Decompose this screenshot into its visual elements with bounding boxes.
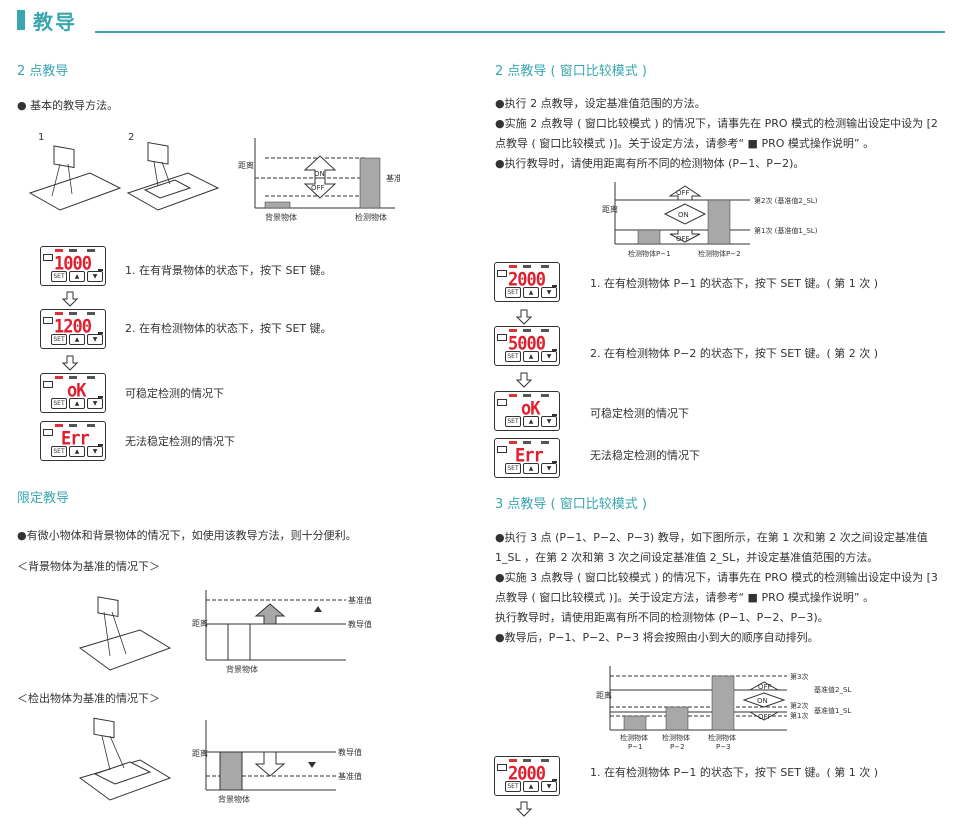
axis-label-distance: 距离 [602,204,618,214]
label-detect-object: 检测物体 [355,212,387,222]
label-off-lower: OFF [676,235,690,243]
display-value: 2000 [508,269,546,291]
display-value: 2000 [508,763,546,785]
label-p2-a: 检测物体 [662,733,690,742]
label-p2-b: P−2 [670,743,685,751]
sensor-display-5000: 5000 SET▲▼ [494,326,560,366]
arrow-down-icon [516,372,532,388]
sensor-display-ok: oK SET▲▼ [494,391,560,431]
label-ref2: 基准值2_SL [814,685,851,694]
axis-label-distance: 距离 [238,160,254,170]
label-off: OFF [311,184,325,192]
sensor-display-2000-3point: 2000 SET▲▼ [494,756,560,796]
label-ref2: 第2次 (基准值2_SL) [754,196,818,205]
figure-2point-window: 距离 OFF ON OFF 第2次 (基准值2_SL) 第1次 (基准值1_SL… [602,182,818,258]
sensor-display-ok: oK SET▲▼ [40,373,106,413]
section-title-limited: 限定教导 [17,491,70,506]
step-text-3point-1: 1. 在有检测物体 P−1 的状态下，按下 SET 键。( 第 1 次 ) [590,766,879,779]
label-second: 第2次 [790,701,808,710]
sensor-display-err: Err SET▲▼ [40,421,106,461]
step-text-err: 无法稳定检测的情况下 [590,449,700,462]
label-first: 第1次 [790,711,808,720]
page-title: 教导 [33,10,77,34]
bullet-basic-method: ● 基本的教导方法。 [17,99,119,112]
label-third: 第3次 [790,672,808,681]
sensor-number-1: 1 [38,132,44,143]
label-background-object: 背景物体 [265,212,297,222]
display-value: oK [521,398,541,420]
label-on: ON [314,170,325,178]
display-value: 1200 [54,316,92,338]
arrow-down-icon [516,801,532,817]
case-background-ref: ＜背景物体为基准的情况下＞ [17,560,160,573]
figure-3point-window: 距离 OFF ON OFF 第3次 基准值2_SL 第2次 基准值1_SL 第1… [596,666,851,751]
axis-label-distance: 距离 [596,690,612,700]
case-object-ref: ＜检出物体为基准的情况下＞ [17,692,160,705]
display-value: 5000 [508,333,546,355]
label-ref1: 基准值1_SL [814,706,851,715]
sensor-display-1200: 1200 SET▲▼ [40,309,106,349]
label-reference: 基准值 [338,771,362,781]
sensor-display-2000: 2000 SET▲▼ [494,262,560,302]
step-text-ok: 可稳定检测的情况下 [125,387,224,400]
paragraph-2point-window: ●执行 2 点教导，设定基准值范围的方法。 ●实施 2 点教导 ( 窗口比较模式… [495,97,938,170]
label-reference: 基准值 [348,595,372,605]
step-text-2: 2. 在有检测物体 P−2 的状态下，按下 SET 键。( 第 2 次 ) [590,347,879,360]
bullet-limited: ●有微小物体和背景物体的情况下，如使用该教导方法，则十分便利。 [17,529,357,542]
label-p1: 检测物体P−1 [628,249,671,258]
label-off: OFF [758,683,772,691]
step-text-1: 1. 在有背景物体的状态下，按下 SET 键。 [125,264,332,277]
figure-2point-basic: 1 2 距离 ON OFF 基准值 背景物体 检测物体 [28,132,400,222]
header-divider [95,31,945,33]
arrow-down-icon [62,355,78,371]
label-on: ON [757,697,768,705]
label-teach-value: 教导值 [348,619,372,629]
sensor-display-err: Err SET▲▼ [494,438,560,478]
arrow-down-icon [62,291,78,307]
label-on: ON [678,211,689,219]
sensor-number-2: 2 [128,132,134,143]
step-text-2: 2. 在有检测物体的状态下，按下 SET 键。 [125,322,332,335]
axis-label-distance: 距离 [192,618,208,628]
label-p2: 检测物体P−2 [698,249,741,258]
display-value: oK [67,380,87,402]
label-p1-b: P−1 [628,743,643,751]
label-background-object: 背景物体 [226,664,258,674]
section-title-2point-window: 2 点教导 ( 窗口比较模式 ) [495,64,647,79]
label-p3-b: P−3 [716,743,731,751]
display-value: Err [61,428,90,450]
step-text-1: 1. 在有检测物体 P−1 的状态下，按下 SET 键。( 第 1 次 ) [590,277,879,290]
header-accent-bar [17,10,25,30]
step-text-err: 无法稳定检测的情况下 [125,435,235,448]
label-off-lower: OFF [758,713,772,721]
figure-limited-object: 距离 教导值 基准值 背景物体 [78,717,362,804]
figure-limited-background: 距离 基准值 教导值 背景物体 [78,590,372,674]
label-background-object: 背景物体 [218,794,250,804]
display-value: Err [515,445,544,467]
sensor-display-1000: 1000 SET▲▼ [40,246,106,286]
label-p3-a: 检测物体 [708,733,736,742]
display-value: 1000 [54,253,92,275]
label-teach-value: 教导值 [338,747,362,757]
paragraph-3point-window: ●执行 3 点 (P−1、P−2、P−3) 教导，如下图所示，在第 1 次和第 … [495,531,938,644]
label-p1-a: 检测物体 [620,733,648,742]
arrow-down-icon [516,309,532,325]
section-title-2point: 2 点教导 [17,64,69,79]
label-reference: 基准值 [386,173,400,183]
step-text-ok: 可稳定检测的情况下 [590,407,689,420]
label-ref1: 第1次 (基准值1_SL) [754,226,818,235]
label-off: OFF [676,189,690,197]
section-title-3point-window: 3 点教导 ( 窗口比较模式 ) [495,497,647,512]
axis-label-distance: 距离 [192,748,208,758]
